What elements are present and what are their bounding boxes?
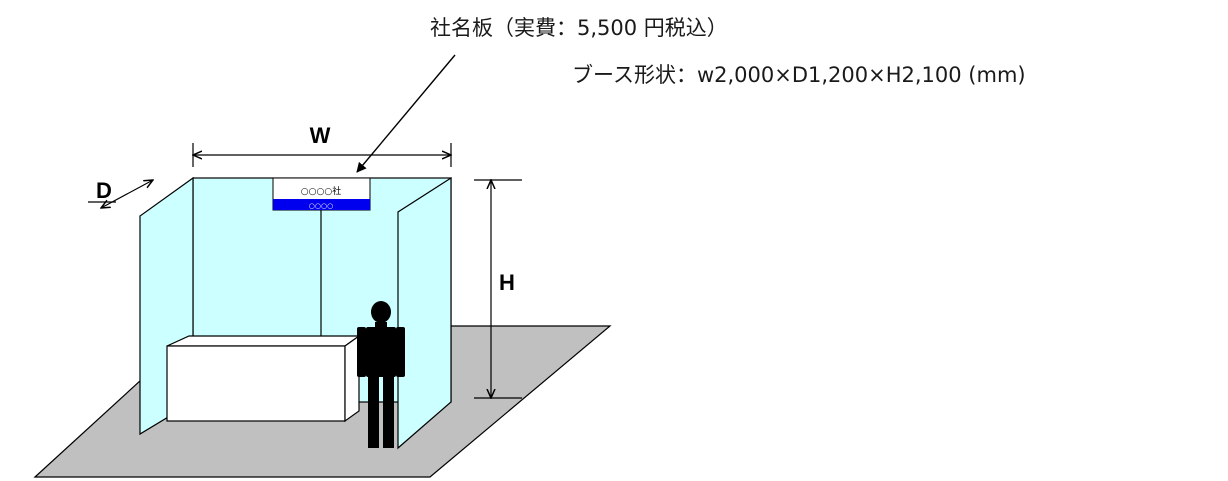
sign-company-text: ○○○○社	[301, 185, 341, 197]
booth-spec-caption: ブース形状：w2,000×D1,200×H2,100 (mm)	[572, 63, 1026, 87]
right-side-wall	[397, 176, 452, 450]
depth-dimension	[88, 180, 153, 208]
sign-leader-arrow	[356, 54, 456, 173]
depth-label: D	[96, 178, 112, 203]
counter-front	[166, 345, 346, 422]
width-label: W	[310, 123, 331, 148]
counter-side	[344, 334, 360, 423]
sign-plate-band	[273, 199, 370, 210]
person-figure	[357, 301, 405, 448]
width-dimension	[193, 143, 451, 167]
sign-sub-text: ○○○○	[309, 202, 333, 210]
height-dimension	[474, 180, 522, 398]
sign-plate-caption: 社名板（実費：5,500 円税込）	[430, 16, 728, 40]
height-label: H	[499, 270, 515, 295]
counter-top	[166, 335, 361, 347]
